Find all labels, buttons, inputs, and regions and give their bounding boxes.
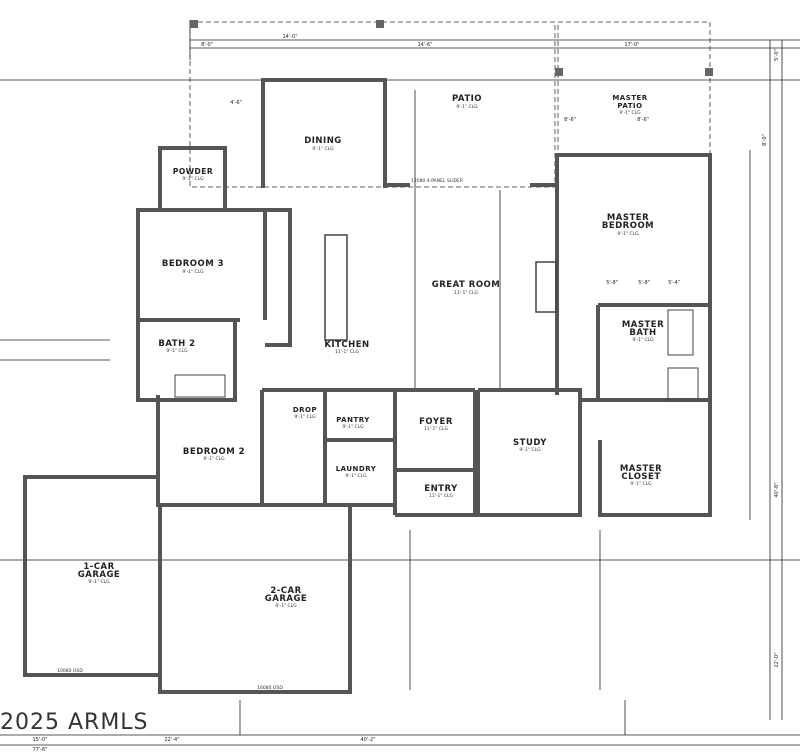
room-labels: DINING PATIO MASTER PATIO POWDER BEDROOM… xyxy=(78,94,664,604)
column xyxy=(190,20,198,28)
dim-label: 5'-0" xyxy=(774,49,780,61)
room-master-bedroom: MASTER xyxy=(607,213,649,223)
room-bath-2: BATH 2 xyxy=(158,339,195,349)
room-master-bath: MASTER xyxy=(622,320,664,330)
room-bedroom-3: BEDROOM 3 xyxy=(162,259,224,269)
room-study: STUDY xyxy=(513,438,547,448)
ceiling-label: 9'-1" CLG xyxy=(617,231,639,237)
ceiling-label: 9'-1" CLG xyxy=(275,603,297,609)
ceiling-label: 9'-1" CLG xyxy=(166,348,188,354)
ceiling-label: 9'-1" CLG xyxy=(312,146,334,152)
room-master-patio: MASTER xyxy=(612,94,647,102)
dim-label: 14'-0" xyxy=(282,34,297,40)
dim-label: 40'-8" xyxy=(774,482,780,497)
ceiling-label: 11'-1" CLG xyxy=(454,290,479,296)
dimension-labels: 8'-0" 14'-0" 14'-6" 17'-0" 5'-8" 5'-8" 5… xyxy=(32,34,780,753)
ceiling-label: 9'-1" CLG xyxy=(630,481,652,487)
room-2-car-garage-2: GARAGE xyxy=(265,594,307,604)
watermark: 2025 ARMLS xyxy=(0,710,149,735)
dim-label: 5'-8" xyxy=(638,280,650,286)
garage-door-2-note: 16080 OSD xyxy=(257,685,283,691)
ceiling-label: 9'-1" CLG xyxy=(342,424,364,430)
garage-door-1-note: 10080 OSD xyxy=(57,668,83,674)
ceiling-label: 9'-1" CLG xyxy=(619,110,641,116)
ceiling-labels: 9'-1" CLG 9'-1" CLG 9'-1" CLG 9'-1" CLG … xyxy=(88,104,654,609)
column xyxy=(555,68,563,76)
dim-label: 15'-0" xyxy=(32,737,47,743)
room-master-bedroom-2: BEDROOM xyxy=(602,221,654,231)
room-1-car-garage-2: GARAGE xyxy=(78,570,120,580)
room-1-car-garage: 1-CAR xyxy=(83,562,114,572)
dim-label: 8'-6" xyxy=(564,117,576,123)
ceiling-label: 9'-1" CLG xyxy=(203,456,225,462)
room-laundry: LAUNDRY xyxy=(336,465,377,473)
room-foyer: FOYER xyxy=(419,417,453,427)
dim-label: 8'-0" xyxy=(201,42,213,48)
room-drop: DROP xyxy=(293,406,317,414)
dim-label: 5'-4" xyxy=(668,280,680,286)
room-master-closet: MASTER xyxy=(620,464,662,474)
dim-label: 8'-0" xyxy=(762,134,768,146)
room-great-room: GREAT ROOM xyxy=(432,280,500,290)
room-master-bath-2: BATH xyxy=(629,328,656,338)
ceiling-label: 9'-1" CLG xyxy=(519,447,541,453)
dimension-lines xyxy=(0,20,800,746)
ceiling-label: 11'-1" CLG xyxy=(424,426,449,432)
room-entry: ENTRY xyxy=(424,484,458,494)
room-2-car-garage: 2-CAR xyxy=(270,586,301,596)
room-powder: POWDER xyxy=(173,167,213,176)
ceiling-label: 9'-1" CLG xyxy=(182,269,204,275)
ceiling-label: 11'-1" CLG xyxy=(429,493,454,499)
ceiling-label: 9'-1" CLG xyxy=(294,414,316,420)
ceiling-label: 9'-1" CLG xyxy=(632,337,654,343)
ceiling-label: 11'-1" CLG xyxy=(335,349,360,355)
room-patio: PATIO xyxy=(452,94,482,104)
ceiling-label: 9'-1" CLG xyxy=(345,473,367,479)
dim-label: 40'-2" xyxy=(360,737,375,743)
dim-label: 17'-0" xyxy=(624,42,639,48)
dim-label: 4'-6" xyxy=(230,100,242,106)
column xyxy=(376,20,384,28)
room-kitchen: KITCHEN xyxy=(324,340,369,350)
room-pantry: PANTRY xyxy=(336,416,370,424)
dim-label: 22'-4" xyxy=(164,737,179,743)
dim-label: 77'-6" xyxy=(32,747,47,753)
slider-note: 12080 4-PANEL SLIDER xyxy=(411,178,463,184)
dim-label: 8'-6" xyxy=(637,117,649,123)
ceiling-label: 9'-1" CLG xyxy=(456,104,478,110)
room-master-closet-2: CLOSET xyxy=(621,472,660,482)
room-dining: DINING xyxy=(304,136,342,146)
room-bedroom-2: BEDROOM 2 xyxy=(183,447,245,457)
dim-label: 5'-8" xyxy=(606,280,618,286)
patio-outline xyxy=(189,21,556,188)
ceiling-label: 9'-1" CLG xyxy=(88,579,110,585)
column xyxy=(705,68,713,76)
room-master-patio-2: PATIO xyxy=(617,102,642,110)
dim-label: 14'-6" xyxy=(417,42,432,48)
walls xyxy=(23,78,712,694)
dim-label: 22'-0" xyxy=(774,652,780,667)
ceiling-label: 9'-1" CLG xyxy=(182,176,204,182)
